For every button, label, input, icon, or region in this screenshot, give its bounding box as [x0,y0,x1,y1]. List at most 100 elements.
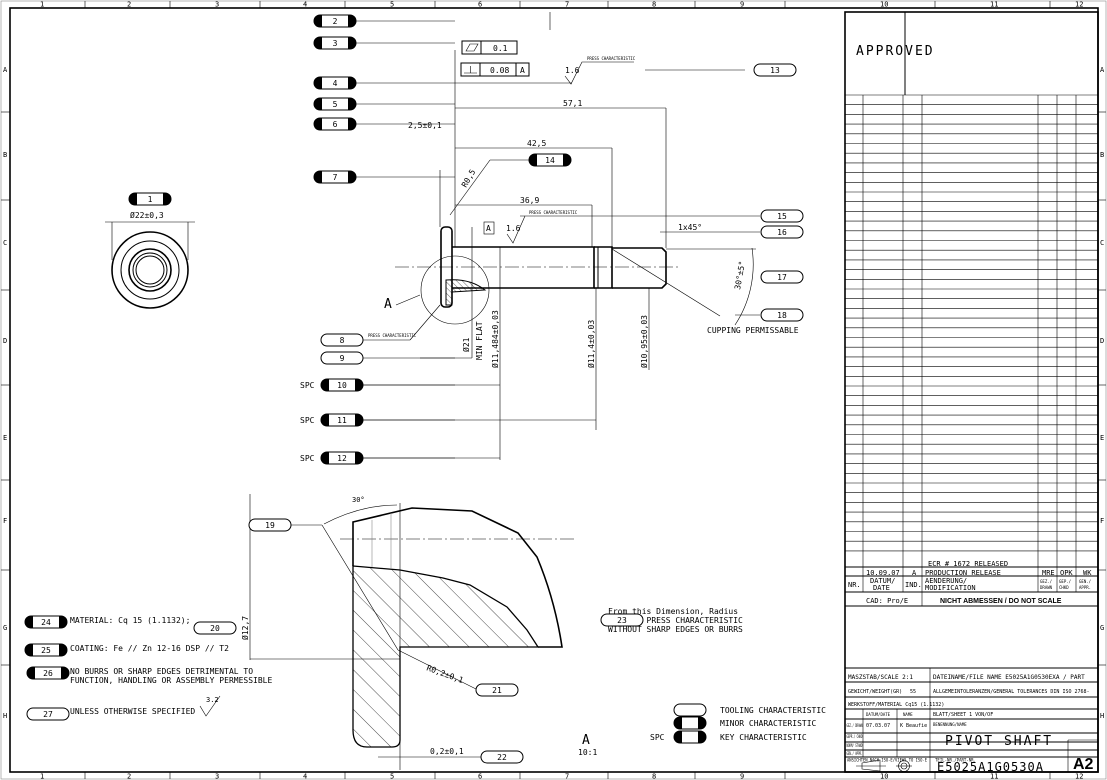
balloon-number: 15 [777,212,787,221]
dim-chamfer: 1x45° [678,223,702,232]
radius-note-line-2: CONCERN PRESS CHARACTERISTIC [608,616,743,625]
approved-label: APPROVED [856,44,935,59]
header-mod-2: MODIFICATION [925,584,976,592]
title-block: APPROVED ECR # 1672 RELEASED 10.09.07 A … [844,11,1099,774]
file-name: DATEINAME/FILE NAME E5025A1G0530EXA / PA… [933,674,1085,681]
balloon-12: 12 [320,451,364,465]
balloon-number: 7 [333,173,338,182]
note-burrs-line-1: NO BURRS OR SHARP EDGES DETRIMENTAL TO [70,667,253,676]
dim-diameter-12-7: Ø12,7 [240,616,250,640]
balloon-number: 27 [43,710,53,719]
zone-column-label: 8 [652,773,656,780]
drawing-title: PIVOT SHAFT [945,734,1053,749]
balloon-number: 5 [333,100,338,109]
header-gep-2: CHKD [1059,585,1069,590]
revision-index: A [912,569,917,577]
stand-label: NORM/ STAND [847,743,863,748]
weight-value: 55 [910,689,916,695]
drawn-date: 07.03.07 [866,723,890,729]
legend-minor-balloon [673,716,707,730]
detail-label: A [582,733,592,748]
legend-key-balloon [673,730,707,744]
zone-column-label: 12 [1075,1,1083,9]
balloon-5: 5 [313,97,357,111]
note-material: MATERIAL: Cq 15 (1.1132); [70,616,190,625]
zone-column-label: 4 [303,773,307,780]
dim-length-0-2: 0,2±0,1 [430,747,464,756]
header-ind: IND. [905,581,922,589]
zone-row-label: A [3,66,8,74]
press-characteristic-note: PRESS CHARACTERISTIC [368,333,417,338]
revision-text: PRODUCTION RELEASE [925,569,1001,577]
press-characteristic-note: PRESS CHARACTERISTIC [529,210,578,215]
header-gep-1: GEP./ [1059,579,1072,584]
zone-column-label: 6 [478,773,482,780]
header-gen-2: APPR. [1079,585,1091,590]
balloons: 12345678910SPC11SPC12SPC1314151617181920… [24,14,804,764]
zone-row-label: B [3,151,7,159]
balloon-number: 8 [340,336,345,345]
balloon-23: 23 [600,613,644,627]
balloon-15: 15 [760,209,804,223]
col-name: NAME [903,712,913,717]
legend-tooling-balloon [673,703,707,717]
perpendicularity-datum: A [520,66,525,75]
balloon-number: 3 [333,39,338,48]
balloon-21: 21 [475,683,519,697]
zone-column-label: 7 [565,773,569,780]
header-date-1: DATUM/ [870,577,895,585]
roughness-1-6: 1.6 [565,66,580,75]
balloon-4: 4 [313,76,357,90]
balloon-6: 6 [313,117,357,131]
balloon-10: 10 [320,378,364,392]
zone-column-label: 1 [40,1,44,9]
general-tolerances: ALLGEMEINTOLERANZEN/GENERAL TOLERANCES D… [933,689,1090,695]
header-gez-1: GEZ./ [1040,579,1053,584]
detail-scale: 10:1 [578,748,597,757]
dim-radius-0-5: R0,5 [460,168,478,189]
balloon-26: 26 [26,666,70,680]
zone-column-label: 5 [390,773,394,780]
roughness-1-6: 1.6 [506,224,521,233]
projection-label: ANSICHTEN NACH ISO-E/VIEWS TO ISO-E [847,758,928,763]
zone-row-label: E [1100,434,1104,442]
zone-row-label: G [1100,624,1104,632]
zone-column-label: 1 [40,773,44,780]
zone-row-label: D [3,337,7,345]
dim-length-42-5: 42,5 [527,139,546,148]
dim-angle-30: 30° [352,496,365,504]
weight-label: GEWICHT/WEIGHT(GR) [848,689,902,695]
balloon-number: 20 [210,624,220,633]
balloon-25: 25 [24,643,68,657]
name-label: BENENNUNG/NAME [933,722,967,727]
zone-row-label: C [1100,239,1104,247]
balloon-number: 23 [617,616,627,625]
part-no-label: TEIL-NR./PART-NR. [935,758,976,763]
header-nr: NR. [848,581,861,589]
drawn-name: K Beaufie [900,723,927,729]
zone-row-label: H [3,712,7,720]
projection-symbol-icon [856,759,912,772]
zone-column-label: 2 [127,1,131,9]
balloon-number: 17 [777,273,787,282]
balloon-1: 1 [128,192,172,206]
zone-column-label: 11 [990,773,998,780]
zone-column-label: 9 [740,1,744,9]
detail-view-a: 30° Ø12,7 R0,2±0,1 0,2±0,1 A 10:1 From t… [240,494,743,770]
sheet-size: A2 [1073,756,1094,773]
balloon-22: 22 [480,750,524,764]
zone-column-label: 12 [1075,773,1083,780]
characteristic-legend: TOOLING CHARACTERISTIC MINOR CHARACTERIS… [720,706,826,742]
balloon-number: 22 [497,753,507,762]
zone-column-label: 11 [990,1,998,9]
zone-column-label: 2 [127,773,131,780]
dim-diameter-11-4: Ø11,4±0,03 [586,320,596,368]
balloon-7: 7 [313,170,357,184]
rev-wk: WK [1083,569,1092,577]
zone-row-label: C [3,239,7,247]
balloon-17: 17 [760,270,804,284]
perpendicularity-tolerance: 0.08 [490,66,509,75]
material: WERKSTOFF/MATERIAL Cq15 (1.1132) [848,702,944,708]
